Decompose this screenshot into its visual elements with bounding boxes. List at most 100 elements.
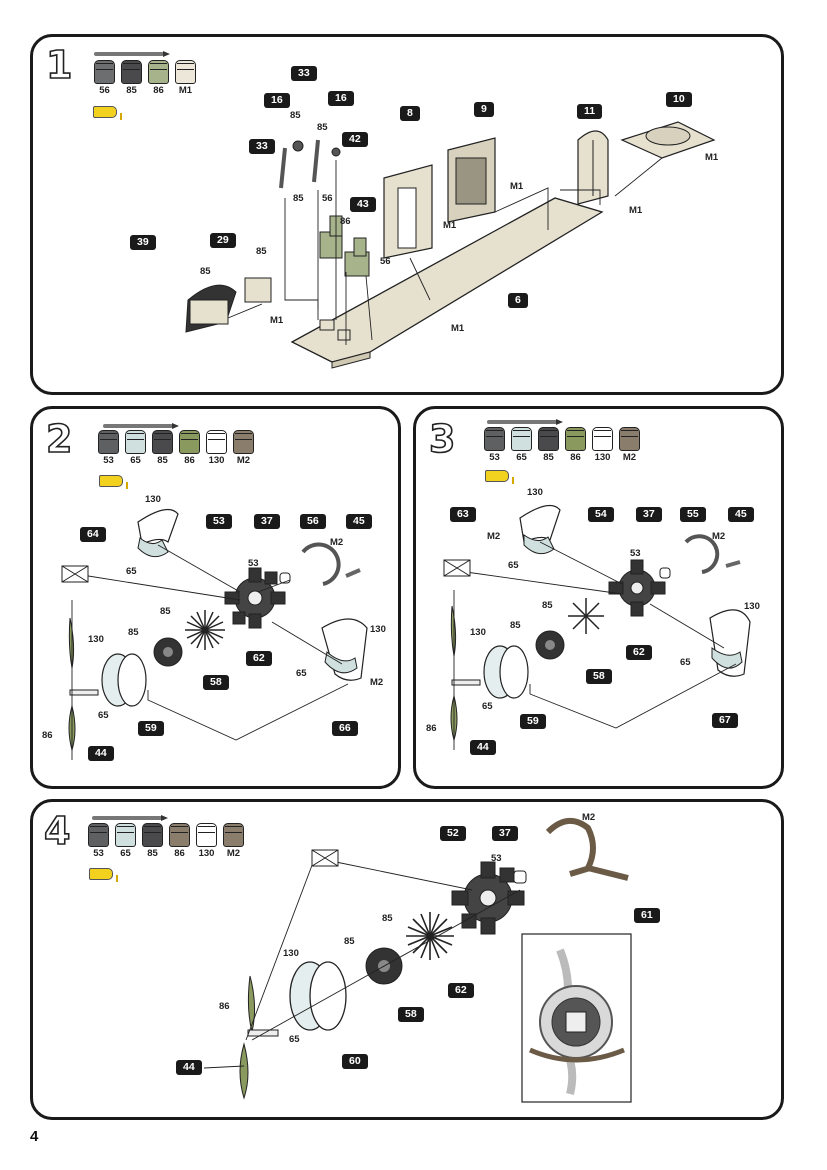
- paint-code: 130: [594, 452, 611, 463]
- paint-callout: 130: [370, 624, 386, 635]
- paint-item: M2: [618, 427, 641, 463]
- paint-jar-icon: [206, 430, 227, 454]
- paint-item: 130: [195, 823, 218, 859]
- paint-list: 53 65 85 86 130 M2: [87, 823, 245, 859]
- paint-item: 130: [205, 430, 228, 466]
- step-number: 3: [428, 417, 456, 461]
- paint-callout: 86: [426, 723, 437, 734]
- part-tag: 60: [342, 1054, 368, 1069]
- paint-jar-icon: [115, 823, 136, 847]
- paint-item: 86: [178, 430, 201, 466]
- part-tag: 29: [210, 233, 236, 248]
- step-4-panel: [30, 799, 784, 1120]
- paint-jar-icon: [94, 60, 115, 84]
- glue-tube-icon: [89, 868, 118, 882]
- paint-item: M2: [222, 823, 245, 859]
- paint-code: 130: [198, 848, 215, 859]
- part-tag: 59: [138, 721, 164, 736]
- paint-jar-icon: [619, 427, 640, 451]
- paint-item: M1: [174, 60, 197, 96]
- brush-icon: [92, 815, 168, 821]
- part-tag: 62: [448, 983, 474, 998]
- part-tag: 10: [666, 92, 692, 107]
- step-number: 4: [43, 809, 71, 853]
- part-tag: 37: [636, 507, 662, 522]
- part-tag: 62: [626, 645, 652, 660]
- paint-jar-icon: [565, 427, 586, 451]
- paint-jar-icon: [175, 60, 196, 84]
- part-tag: 44: [88, 746, 114, 761]
- paint-item: 86: [564, 427, 587, 463]
- part-tag: 58: [398, 1007, 424, 1022]
- paint-code: 85: [157, 455, 168, 466]
- paint-jar-icon: [511, 427, 532, 451]
- part-tag: 56: [300, 514, 326, 529]
- paint-callout: 85: [542, 600, 553, 611]
- step-2-illustration: [61, 508, 368, 760]
- paint-callout: 65: [126, 566, 137, 577]
- page-number: 4: [30, 1128, 39, 1145]
- paint-callout: 65: [680, 657, 691, 668]
- part-tag: 45: [728, 507, 754, 522]
- paint-callout: 65: [98, 710, 109, 721]
- paint-callout: 85: [160, 606, 171, 617]
- part-tag: 8: [400, 106, 420, 121]
- part-tag: 39: [130, 235, 156, 250]
- paint-code: 65: [516, 452, 527, 463]
- paint-callout: 85: [200, 266, 211, 277]
- part-tag: 55: [680, 507, 706, 522]
- paint-callout: M1: [629, 205, 643, 216]
- paint-callout: 53: [630, 548, 641, 559]
- paint-callout: 85: [317, 122, 328, 133]
- step-3-illustration: [443, 504, 751, 750]
- paint-callout: 86: [42, 730, 53, 741]
- paint-item: 85: [120, 60, 143, 96]
- paint-item: M2: [232, 430, 255, 466]
- part-tag: 59: [520, 714, 546, 729]
- paint-callout: 86: [219, 1001, 230, 1012]
- paint-callout: 65: [296, 668, 307, 679]
- paint-jar-icon: [484, 427, 505, 451]
- paint-item: 86: [168, 823, 191, 859]
- paint-callout: 130: [145, 494, 161, 505]
- brush-icon: [487, 419, 563, 425]
- part-tag: 16: [328, 91, 354, 106]
- paint-callout: 85: [293, 193, 304, 204]
- paint-callout: 65: [482, 701, 493, 712]
- part-tag: 45: [346, 514, 372, 529]
- part-tag: 6: [508, 293, 528, 308]
- step-number: 1: [45, 43, 73, 87]
- part-tag: 53: [206, 514, 232, 529]
- paint-callout: 86: [340, 216, 351, 227]
- paint-list: 53 65 85 86 130 M2: [97, 430, 255, 466]
- paint-callout: M2: [582, 812, 596, 823]
- paint-callout: M2: [330, 537, 344, 548]
- step-1-illustration: [185, 121, 716, 369]
- paint-jar-icon: [152, 430, 173, 454]
- paint-item: 86: [147, 60, 170, 96]
- paint-callout: 65: [289, 1034, 300, 1045]
- paint-callout: M1: [451, 323, 465, 334]
- paint-jar-icon: [125, 430, 146, 454]
- paint-code: 86: [184, 455, 195, 466]
- paint-jar-icon: [148, 60, 169, 84]
- part-tag: 44: [176, 1060, 202, 1075]
- paint-callout: 130: [283, 948, 299, 959]
- paint-callout: M2: [487, 531, 501, 542]
- part-tag: 52: [440, 826, 466, 841]
- paint-code: M2: [236, 455, 251, 466]
- paint-callout: 85: [256, 246, 267, 257]
- part-tag: 43: [350, 197, 376, 212]
- paint-jar-icon: [223, 823, 244, 847]
- paint-jar-icon: [538, 427, 559, 451]
- paint-callout: 85: [510, 620, 521, 631]
- paint-item: 65: [114, 823, 137, 859]
- paint-item: 53: [97, 430, 120, 466]
- paint-jar-icon: [169, 823, 190, 847]
- paint-code: 86: [153, 85, 164, 96]
- paint-jar-icon: [179, 430, 200, 454]
- paint-callout: 130: [88, 634, 104, 645]
- paint-item: 56: [93, 60, 116, 96]
- paint-callout: M1: [443, 220, 457, 231]
